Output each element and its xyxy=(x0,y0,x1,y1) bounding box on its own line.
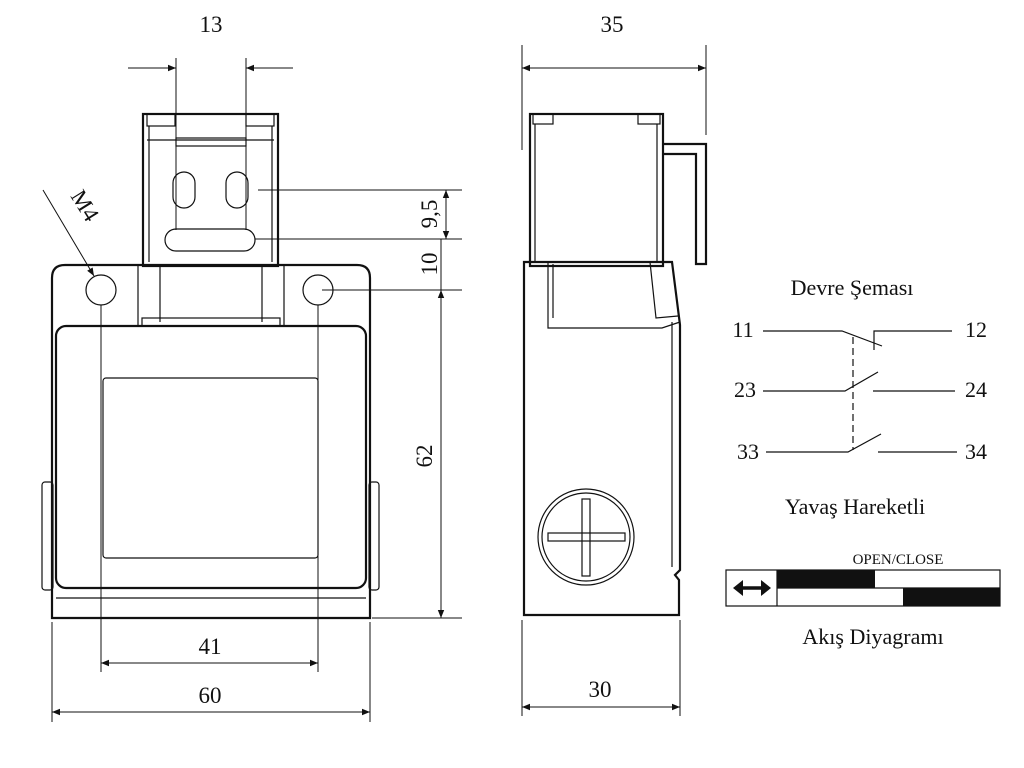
terminal-24: 24 xyxy=(965,377,987,402)
cover-window xyxy=(102,377,319,559)
flow-header: OPEN/CLOSE xyxy=(853,552,944,568)
slot-right xyxy=(225,171,249,209)
switch-type-label: Yavaş Hareketli xyxy=(785,494,925,519)
mount-hole-left xyxy=(85,274,117,306)
terminal-12: 12 xyxy=(965,317,987,342)
flow-diagram: OPEN/CLOSE Akış Diyagramı xyxy=(725,552,1001,649)
dim-label-13: 13 xyxy=(200,12,223,37)
cable-gland xyxy=(537,488,635,586)
dim-label-30: 30 xyxy=(589,677,612,702)
dim-label-10: 10 xyxy=(417,253,442,276)
circuit-title: Devre Şeması xyxy=(791,275,914,300)
front-view: 13 9,5 10 62 41 60 xyxy=(41,12,462,722)
thread-label: M4 xyxy=(66,185,104,226)
dim-label-62: 62 xyxy=(412,445,437,468)
dimension-vertical-right: 9,5 10 62 xyxy=(255,189,462,619)
slot-horizontal xyxy=(164,228,256,252)
dim-label-41: 41 xyxy=(199,634,222,659)
side-view: 35 30 xyxy=(521,12,708,716)
actuator-head xyxy=(141,112,280,268)
cross-slot-h xyxy=(547,532,626,542)
slot-left xyxy=(172,171,196,209)
circuit-diagram: Devre Şeması 11 12 23 24 33 34 Yavaş Har… xyxy=(732,275,987,519)
terminal-23: 23 xyxy=(734,377,756,402)
thread-leader-m4: M4 xyxy=(42,185,104,277)
dimension-60: 60 xyxy=(51,622,371,722)
dim-label-35: 35 xyxy=(601,12,624,37)
switch-body xyxy=(41,263,380,620)
terminal-34: 34 xyxy=(965,439,987,464)
dim-label-60: 60 xyxy=(199,683,222,708)
dimension-35: 35 xyxy=(521,12,707,150)
dimension-41: 41 xyxy=(100,305,319,672)
cross-slot-v xyxy=(581,498,591,577)
flow-title: Akış Diyagramı xyxy=(802,624,943,649)
dimension-13: 13 xyxy=(128,12,293,230)
lever xyxy=(664,142,708,266)
dim-label-9-5: 9,5 xyxy=(417,200,442,229)
dimension-30: 30 xyxy=(521,620,681,716)
terminal-33: 33 xyxy=(737,439,759,464)
terminal-11: 11 xyxy=(732,317,753,342)
double-arrow-icon xyxy=(733,580,771,596)
